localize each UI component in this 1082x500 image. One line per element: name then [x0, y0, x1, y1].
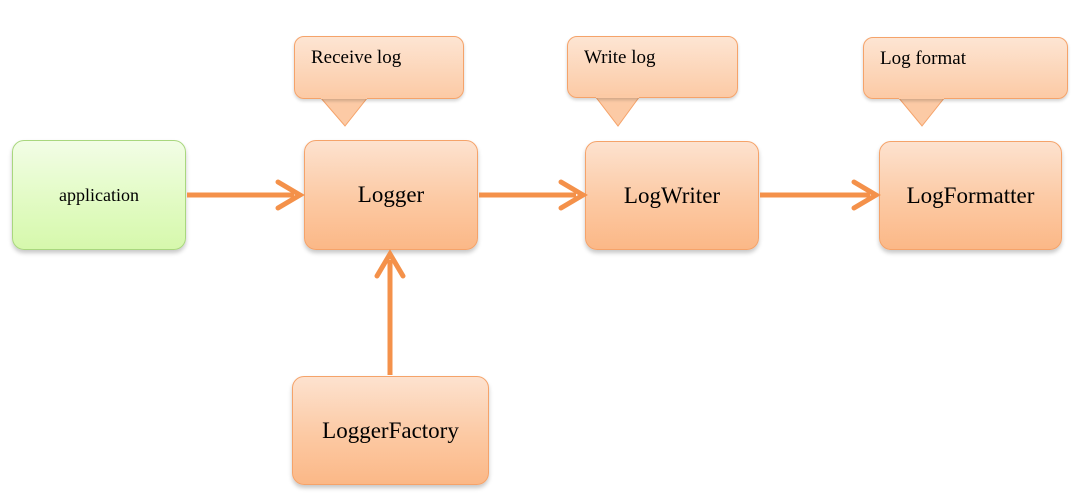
node-logger: Logger — [304, 140, 478, 250]
arrow-logger-to-log-writer — [479, 179, 588, 211]
callout-write-log: Write log — [567, 36, 738, 98]
node-logger-label: Logger — [357, 182, 425, 207]
callout-receive-log: Receive log — [294, 36, 464, 99]
node-logger-factory: LoggerFactory — [292, 376, 489, 485]
callout-join-log-writer — [596, 94, 639, 98]
node-log-formatter: LogFormatter — [879, 141, 1062, 250]
node-application: application — [12, 140, 186, 250]
node-log-writer: LogWriter — [585, 141, 759, 250]
node-log-formatter-label: LogFormatter — [906, 182, 1035, 208]
callout-join-log-formatter — [899, 95, 944, 99]
node-logger-factory-label: LoggerFactory — [322, 417, 459, 443]
arrow-log-writer-to-log-formatter — [760, 179, 881, 211]
node-log-writer-label: LogWriter — [623, 182, 721, 208]
arrow-logger-factory-to-logger — [374, 249, 406, 375]
node-application-label: application — [59, 184, 139, 205]
callout-log-format: Log format — [863, 37, 1068, 99]
callout-join-logger — [321, 95, 367, 99]
arrow-application-to-logger — [187, 179, 305, 211]
